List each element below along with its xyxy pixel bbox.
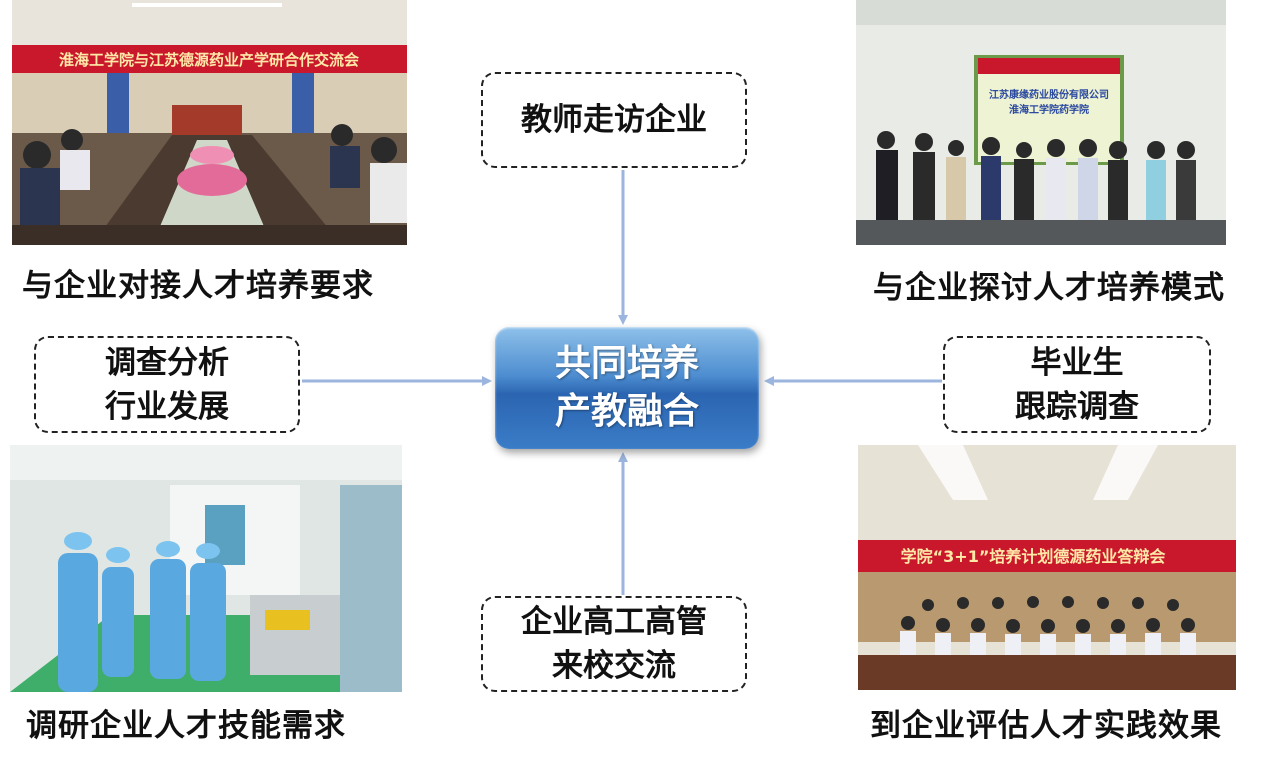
box-executives-exchange-line2: 来校交流 xyxy=(552,648,676,684)
photo-defense-meeting: 学院“3+1”培养计划德源药业答辩会 xyxy=(858,445,1236,690)
screen-line2-text: 淮海工学院药学院 xyxy=(1009,103,1089,116)
photo-meeting-room: 淮海工学院与江苏德源药业产学研合作交流会 xyxy=(12,0,407,245)
box-executives-exchange: 企业高工高管 来校交流 xyxy=(481,596,747,692)
center-goal-box: 共同培养 产教融合 xyxy=(495,327,759,449)
photo-factory-workshop xyxy=(10,445,402,692)
box-industry-analysis-line2: 行业发展 xyxy=(105,388,229,425)
box-graduate-tracking: 毕业生 跟踪调查 xyxy=(943,336,1211,433)
caption-bottom-right: 到企业评估人才实践效果 xyxy=(870,708,1222,744)
box-graduate-tracking-line2: 跟踪调查 xyxy=(1015,388,1139,425)
box-industry-analysis: 调查分析 行业发展 xyxy=(34,336,300,433)
center-line2: 产教融合 xyxy=(554,391,699,432)
box-graduate-tracking-line1: 毕业生 xyxy=(1030,344,1124,381)
defense-banner-text: 学院“3+1”培养计划德源药业答辩会 xyxy=(901,547,1166,566)
center-line1: 共同培养 xyxy=(554,343,699,384)
box-industry-analysis-line1: 调查分析 xyxy=(105,344,229,381)
box-executives-exchange-line1: 企业高工高管 xyxy=(521,604,707,640)
meeting-banner-text: 淮海工学院与江苏德源药业产学研合作交流会 xyxy=(59,51,359,69)
screen-line1-text: 江苏康缘药业股份有限公司 xyxy=(989,88,1109,101)
caption-top-left: 与企业对接人才培养要求 xyxy=(22,268,374,304)
caption-bottom-left: 调研企业人才技能需求 xyxy=(26,708,346,744)
photo-group-projection: 江苏康缘药业股份有限公司 淮海工学院药学院 xyxy=(856,0,1226,245)
box-teachers-visit-line1: 教师走访企业 xyxy=(521,102,707,138)
caption-top-right: 与企业探讨人才培养模式 xyxy=(873,270,1225,306)
box-teachers-visit: 教师走访企业 xyxy=(481,72,747,168)
